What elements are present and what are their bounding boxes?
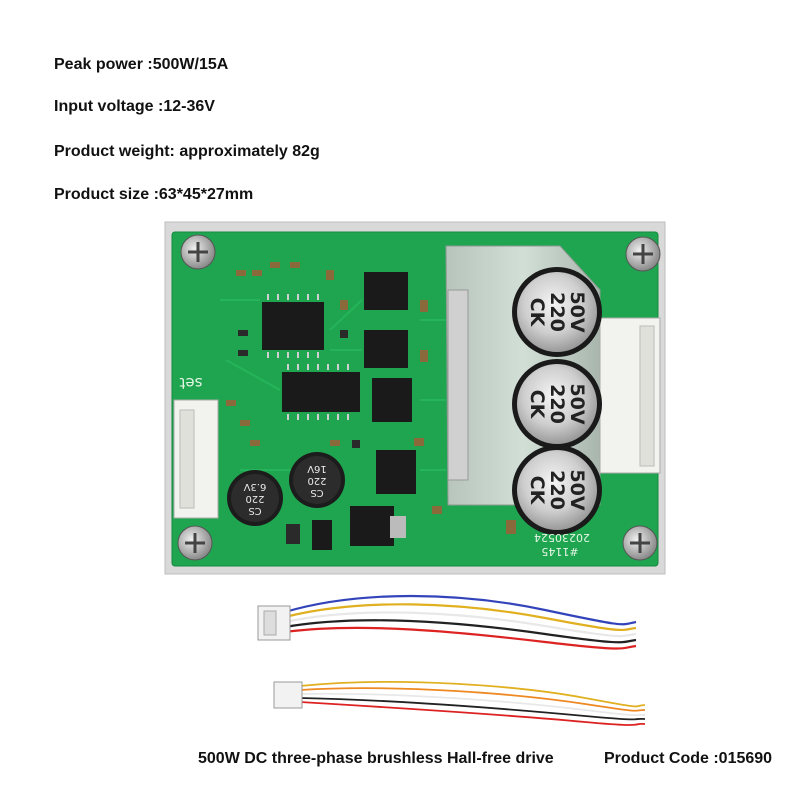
spec-peak-power: Peak power :500W/15A (54, 56, 229, 73)
capacitor-large: 50V 220 CK (512, 359, 602, 449)
silkscreen-id: #1145 (541, 545, 578, 558)
screw-icon (180, 234, 216, 270)
large-cap-1-voltage: 50V (566, 291, 588, 332)
large-cap-2-brand: CK (526, 390, 548, 420)
large-cap-3-capacitance: 220 (546, 470, 568, 510)
large-cap-1-brand: CK (526, 298, 548, 328)
small-cap-2-capacitance: 220 (307, 475, 326, 486)
ic-chip (364, 330, 408, 368)
spec-input-voltage: Input voltage :12-36V (54, 98, 215, 115)
screw-icon (177, 525, 213, 561)
capacitor-large: 50V 220 CK (512, 445, 602, 535)
ic-chip (312, 520, 332, 550)
large-cap-1-capacitance: 220 (546, 292, 568, 332)
ic-chip (364, 272, 408, 310)
silkscreen-set: set (179, 374, 202, 392)
small-cap-1-brand: CS (248, 505, 261, 516)
screw-icon (625, 236, 661, 272)
small-cap-2-voltage: 16V (307, 463, 327, 474)
spec-product-weight: Product weight: approximately 82g (54, 143, 320, 160)
ic-chip (262, 302, 324, 350)
large-cap-3-voltage: 50V (566, 469, 588, 510)
silkscreen-date: 20230524 (534, 531, 590, 544)
small-cap-2-brand: CS (310, 487, 323, 498)
spec-product-size: Product size :63*45*27mm (54, 186, 254, 203)
capacitor-small: CS 220 6.3V (227, 470, 283, 526)
capacitor-large: 50V 220 CK (512, 267, 602, 357)
ic-chip (372, 378, 412, 422)
wire-harness (257, 594, 637, 650)
wire-harness (273, 681, 646, 726)
product-code-caption: Product Code :015690 (604, 750, 773, 767)
small-cap-1-capacitance: 220 (245, 493, 264, 504)
large-cap-2-capacitance: 220 (546, 384, 568, 424)
ic-chip (376, 450, 416, 494)
ic-chip (350, 506, 394, 546)
large-cap-3-brand: CK (526, 476, 548, 506)
screw-icon (622, 525, 658, 561)
capacitor-small: CS 220 16V (289, 452, 345, 508)
small-cap-1-voltage: 6.3V (243, 481, 266, 492)
product-name-caption: 500W DC three-phase brushless Hall-free … (198, 750, 554, 767)
ic-chip (282, 372, 360, 412)
large-cap-2-voltage: 50V (566, 383, 588, 424)
